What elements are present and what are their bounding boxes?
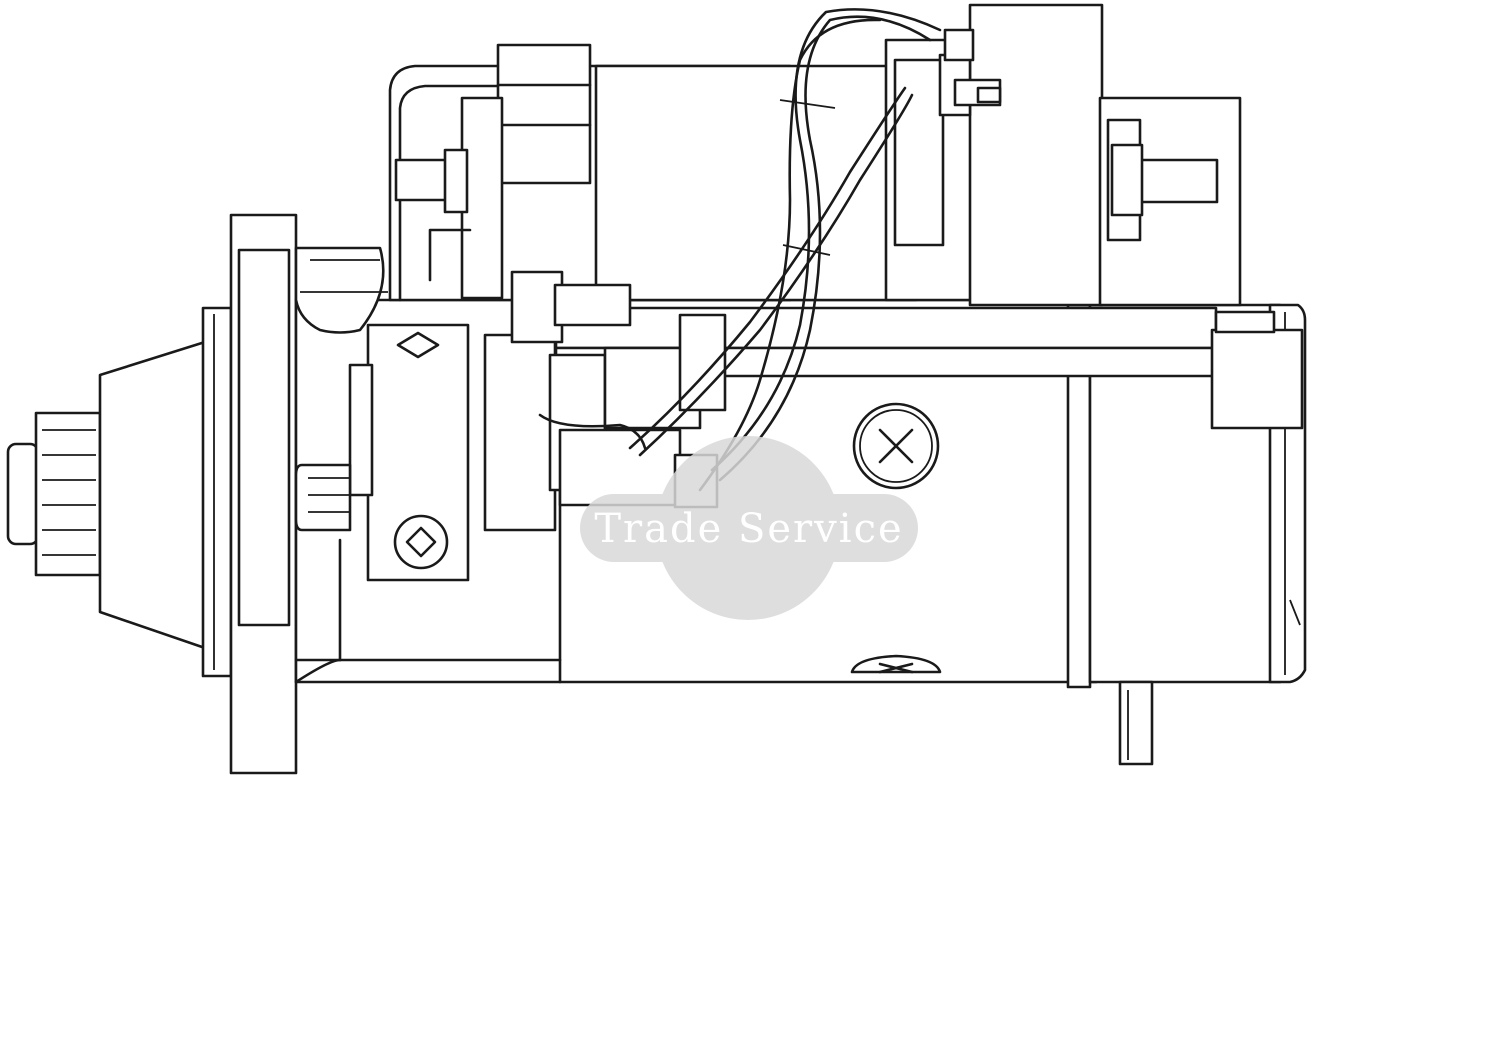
pinion-gear [6, 411, 102, 577]
wire-harness [538, 8, 942, 492]
upper-elbow-fitting [294, 246, 388, 334]
watermark-text: Trade Service [594, 506, 903, 552]
terminal-stud-top [396, 331, 440, 359]
output-shaft [1118, 680, 1154, 766]
bottom-screw [850, 654, 942, 674]
upper-terminal-block [394, 43, 592, 300]
drive-housing-nose [98, 306, 233, 678]
watermark: Trade Service [580, 436, 918, 620]
terminal-stud-bottom [393, 514, 449, 570]
mounting-flange [229, 213, 298, 775]
housing-screw [852, 402, 940, 490]
solenoid-housing [388, 3, 1242, 307]
